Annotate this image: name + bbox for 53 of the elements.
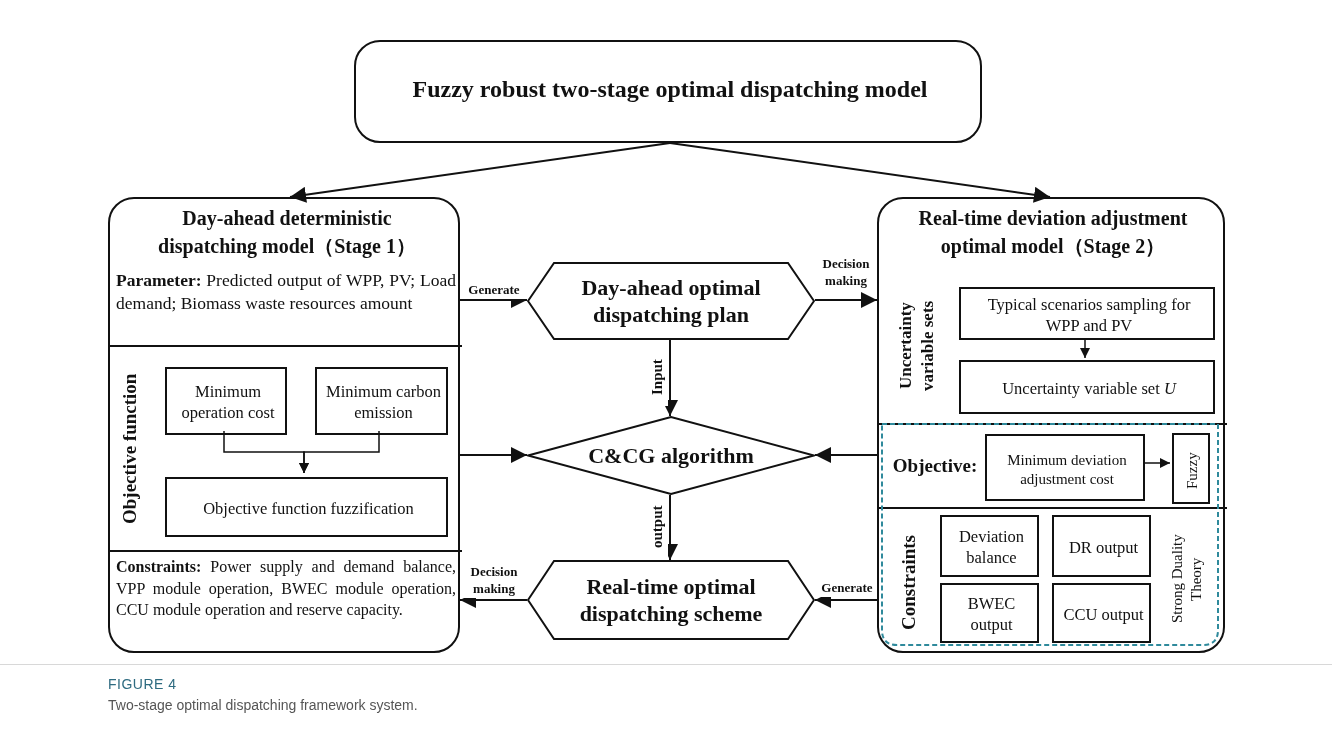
process-box — [1052, 515, 1151, 577]
arrow — [289, 142, 671, 203]
arrow — [459, 447, 528, 463]
node-text: Deviation balance — [957, 526, 1026, 569]
heading: Day-ahead deterministic dispatching model（Stage 1） — [157, 206, 417, 260]
section-label: Strong Duality Theory — [1167, 533, 1205, 626]
process-box — [959, 287, 1215, 340]
panel-section — [879, 423, 1227, 507]
arrow — [669, 142, 1051, 203]
process-box — [985, 434, 1145, 501]
decision-diamond — [527, 416, 815, 495]
process-box — [940, 515, 1039, 577]
node-text: Minimum operation cost — [180, 381, 276, 424]
arrow — [299, 430, 380, 474]
node-text: Uncertainty variable set U — [1001, 377, 1178, 400]
node-text: Minimum carbon emission — [325, 381, 442, 424]
title-box — [354, 40, 982, 143]
node-text: Objective: — [891, 454, 979, 479]
process-hexagon — [527, 560, 815, 640]
arrow — [662, 339, 678, 417]
node-text: C&CG algorithm — [587, 441, 755, 470]
process-box — [940, 583, 1039, 643]
node-text: Objective function fuzzification — [202, 497, 415, 520]
arrow — [814, 447, 878, 463]
process-box — [1052, 583, 1151, 643]
heading: Fuzzy robust two-stage optimal dispatching model — [411, 75, 929, 104]
node-text: Day-ahead optimal dispatching plan — [580, 273, 762, 329]
process-hexagon — [527, 262, 815, 340]
arrow — [814, 292, 878, 308]
process-box — [1172, 433, 1210, 504]
section-label: Fuzzy — [1183, 451, 1202, 491]
section-label: Uncertainty variable sets — [894, 299, 938, 394]
stage-panel — [108, 197, 460, 653]
node-text: BWEC output — [966, 593, 1017, 636]
figure-number: FIGURE 4 — [108, 676, 177, 692]
arrow — [1080, 337, 1090, 359]
caption: Two-stage optimal dispatching framework system. — [108, 697, 418, 713]
section-label: Objective function — [118, 372, 142, 527]
node-text: DR output — [1067, 536, 1140, 559]
node-text: Minimum deviation adjustment cost — [1006, 450, 1128, 489]
node-text: Typical scenarios sampling for WPP and PV — [986, 293, 1192, 337]
node-text: Real-time optimal dispatching scheme — [578, 572, 764, 628]
node-text: Parameter: Predicted output of WPP, PV; Load demand; Biomass waste resources amount — [116, 269, 456, 315]
process-box — [165, 477, 448, 537]
process-box — [959, 360, 1215, 414]
section-label: Constraints — [897, 533, 921, 632]
heading: Real-time deviation adjustment optimal model（Stage 2） — [917, 206, 1189, 260]
arrow — [1142, 458, 1171, 468]
node-text: Constraints: Power supply and demand balance, VPP module operation, BWEC module operation, CCU module operation and reserve capacity. — [116, 557, 456, 621]
process-box — [165, 367, 287, 435]
stage-panel — [877, 197, 1225, 653]
node-text: CCU output — [1062, 603, 1145, 626]
process-box — [315, 367, 448, 435]
